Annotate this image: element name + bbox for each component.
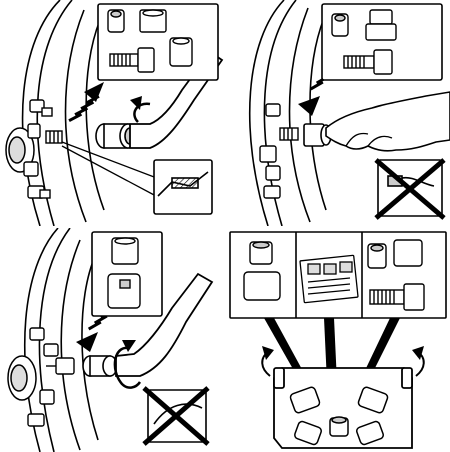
panel-2-illustration (248, 0, 450, 226)
hand-outline (325, 91, 450, 152)
panel-4-illustration (229, 231, 447, 449)
locking-nut-on-wheel (46, 357, 75, 375)
callout-lines (61, 141, 163, 197)
locking-nut-icon (367, 239, 423, 269)
latch-arrow-left-head (262, 346, 274, 360)
panel-3-illustration (7, 228, 214, 452)
panel-kit-case-contents (226, 228, 450, 452)
locking-bolt-on-wheel (279, 127, 299, 141)
adapter-icon-2 (169, 37, 193, 67)
adapter-nut-icon (243, 241, 281, 301)
wheel-wrench (115, 272, 214, 377)
nut-adapter-tool (82, 355, 118, 377)
bolt-holes (27, 327, 59, 427)
rotation-arrow-head (130, 96, 142, 110)
locking-nut-icon (107, 273, 141, 309)
wheel-hub (5, 127, 35, 173)
panel-fitting-nut-tool (0, 228, 224, 452)
locking-nut-icon (331, 13, 349, 37)
code-card-icon (299, 254, 359, 304)
locking-bolt-on-wheel (45, 130, 63, 144)
push-arrow (68, 82, 104, 123)
detail-inset (153, 159, 213, 215)
locking-bolt-icon (369, 283, 425, 311)
cross-out-icon (142, 386, 210, 446)
wheel-hub (7, 355, 37, 401)
bolt-holes (259, 103, 281, 199)
wheel-rim (248, 0, 327, 226)
adapter-icon (111, 237, 139, 265)
panel-hand-inserting-adapter (226, 0, 450, 226)
rotation-arrow (113, 346, 142, 389)
case-compartments (289, 386, 389, 446)
latch-arrow-right-head (412, 346, 424, 360)
cross-out-icon (374, 158, 446, 220)
panel-fitting-bolt-tool (0, 0, 224, 226)
locking-bolt-icon (109, 47, 155, 73)
rotation-arrow-head (122, 340, 136, 352)
locking-nut-icon (107, 9, 125, 33)
adapter-icon (139, 9, 167, 33)
hand-finger-lines (345, 132, 393, 147)
panel-1-illustration (5, 0, 224, 226)
horizontal-divider (0, 226, 450, 228)
locking-bolt-icon (343, 49, 393, 75)
adapter-icon (365, 9, 397, 41)
bolt-holes (23, 99, 53, 199)
rotation-arrow (133, 102, 151, 123)
